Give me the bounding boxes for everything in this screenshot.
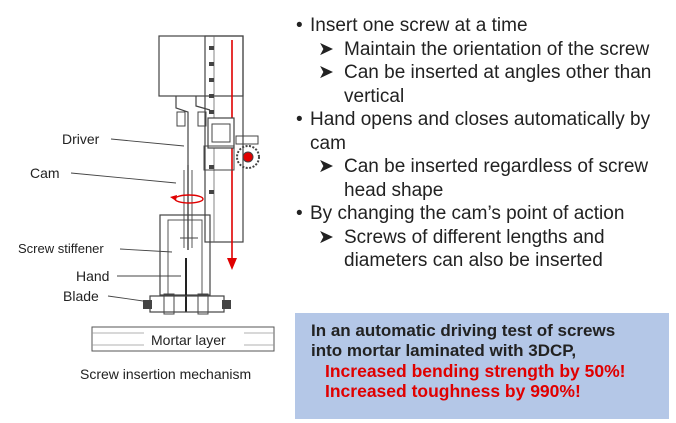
arrow-icon: ➤ xyxy=(318,226,334,248)
feature-list: •Insert one screw at a time ➤Maintain th… xyxy=(296,14,674,273)
arrow-icon: ➤ xyxy=(318,156,334,177)
driver-arm xyxy=(175,96,189,165)
sub-bullet-item: ➤Can be inserted at angles other than ve… xyxy=(318,62,652,107)
result-highlight-1: Increased bending strength by 50%! xyxy=(325,361,626,381)
label-cam: Cam xyxy=(30,165,60,181)
arrow-icon: ➤ xyxy=(318,38,334,60)
mortar-layer xyxy=(91,326,275,352)
label-hand: Hand xyxy=(76,268,109,284)
label-driver: Driver xyxy=(62,131,100,147)
bullet-item: •Insert one screw at a time xyxy=(296,15,528,36)
result-line-1: In an automatic driving test of screws xyxy=(311,321,616,340)
result-box: In an automatic driving test of screws i… xyxy=(295,313,669,419)
diagram-caption: Screw insertion mechanism xyxy=(80,366,251,382)
mounting-plate xyxy=(158,35,244,97)
result-highlight-2: Increased toughness by 990%! xyxy=(325,381,581,401)
label-blade: Blade xyxy=(63,288,99,304)
vertical-rail xyxy=(204,35,244,243)
bullet-item: •Hand opens and closes automatically by … xyxy=(296,109,651,154)
gear-icon xyxy=(236,145,260,169)
cam-rotation-arrow xyxy=(174,194,204,204)
bullet-icon: • xyxy=(296,203,303,224)
bullet-icon: • xyxy=(296,15,303,36)
sub-bullet-item: ➤Maintain the orientation of the screw xyxy=(318,38,650,60)
screw-insertion-diagram: Driver Cam Screw stiffener Hand Blade Mo… xyxy=(18,35,275,382)
arrow-icon: ➤ xyxy=(318,62,334,83)
bullet-item: •By changing the cam’s point of action xyxy=(296,203,625,224)
result-line-2: into mortar laminated with 3DCP, xyxy=(311,341,577,360)
leader-lines xyxy=(70,138,185,303)
sub-bullet-item: ➤Screws of different lengths and diamete… xyxy=(318,226,605,272)
sub-bullet-item: ➤Can be inserted regardless of screw hea… xyxy=(318,156,649,201)
label-mortar-layer: Mortar layer xyxy=(151,332,226,348)
label-screw-stiffener: Screw stiffener xyxy=(18,241,104,256)
bullet-icon: • xyxy=(296,109,303,130)
